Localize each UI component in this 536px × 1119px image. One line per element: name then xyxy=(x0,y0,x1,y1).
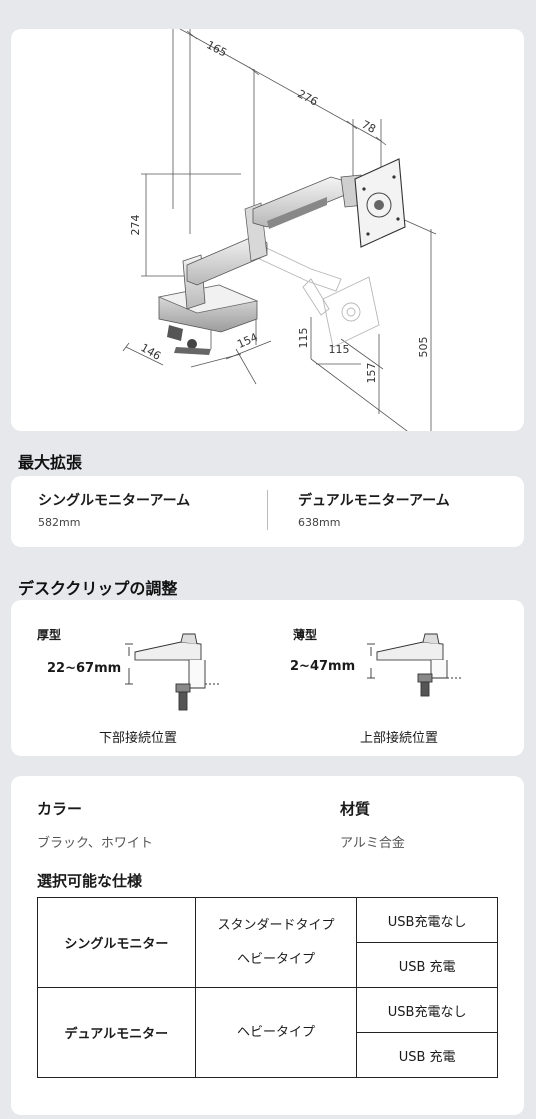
extension-divider xyxy=(267,490,268,530)
dim-157-label: 157 xyxy=(365,363,378,384)
table-row: シングルモニター スタンダードタイプ ヘビータイプ USB充電なし xyxy=(37,897,498,988)
dual-arm-title: デュアルモニターアーム xyxy=(298,493,450,509)
specs-card: カラー ブラック、ホワイト 材質 アルミ合金 選択可能な仕様 シングルモニター … xyxy=(11,776,524,1115)
dual-type-cell: ヘビータイプ xyxy=(194,987,358,1078)
thick-clip-type: 厚型 xyxy=(37,628,62,642)
monitor-arm-dimension-diagram: 24 165 276 78 274 146 154 115 115 157 50… xyxy=(122,29,437,431)
thin-clip-range: 2~47mm xyxy=(290,659,356,674)
dim-274-label: 274 xyxy=(129,215,142,236)
color-label: カラー xyxy=(37,800,83,818)
table-row: USB 充電 xyxy=(38,942,498,988)
material-label: 材質 xyxy=(340,800,371,818)
thin-clip-type: 薄型 xyxy=(293,628,318,642)
material-value: アルミ合金 xyxy=(340,836,405,851)
dim-78-label: 78 xyxy=(359,118,377,136)
upper-arm xyxy=(252,174,366,229)
single-type-standard: スタンダードタイプ xyxy=(217,917,335,933)
dim-115-horizontal-label: 115 xyxy=(329,343,350,356)
vesa-plate xyxy=(354,158,406,248)
options-heading: 選択可能な仕様 xyxy=(37,872,143,890)
dim-505-label: 505 xyxy=(417,337,430,358)
options-table: シングルモニター スタンダードタイプ ヘビータイプ USB充電なし USB 充電… xyxy=(37,897,498,1078)
max-extension-heading: 最大拡張 xyxy=(18,453,83,472)
dimension-diagram-card: 24 165 276 78 274 146 154 115 115 157 50… xyxy=(11,29,524,431)
ghost-arm-position xyxy=(250,242,380,348)
dual-usb-none-cell: USB充電なし xyxy=(356,987,498,1033)
max-extension-card: シングルモニターアーム 582mm デュアルモニターアーム 638mm xyxy=(11,476,524,547)
table-row: USB 充電 xyxy=(38,1032,498,1078)
dim-276-label: 276 xyxy=(295,87,320,108)
single-arm-value: 582mm xyxy=(38,516,81,529)
single-usb-cell: USB 充電 xyxy=(356,942,498,988)
table-row: デュアルモニター ヘビータイプ USB充電なし xyxy=(37,987,498,1078)
thick-clip-illustration xyxy=(125,633,219,711)
dim-165-label: 165 xyxy=(204,38,229,59)
dim-115-vertical-label: 115 xyxy=(297,328,310,349)
desk-clip-heading: デスククリップの調整 xyxy=(18,579,178,598)
single-arm-title: シングルモニターアーム xyxy=(38,493,191,509)
color-value: ブラック、ホワイト xyxy=(37,836,153,851)
dual-usb-cell: USB 充電 xyxy=(356,1032,498,1078)
single-usb-none-cell: USB充電なし xyxy=(356,897,498,943)
thick-clip-caption: 下部接続位置 xyxy=(99,731,178,746)
dim-146-label: 146 xyxy=(138,341,163,363)
dual-monitor-cell: デュアルモニター xyxy=(37,987,196,1078)
thick-clip-range: 22~67mm xyxy=(47,661,122,676)
dual-arm-value: 638mm xyxy=(298,516,341,529)
thin-clip-caption: 上部接続位置 xyxy=(360,731,439,746)
extension-lines xyxy=(122,29,437,431)
single-monitor-cell: シングルモニター xyxy=(37,897,196,988)
thin-clip-illustration xyxy=(367,633,461,697)
single-type-cell: スタンダードタイプ ヘビータイプ xyxy=(194,897,358,988)
desk-clip-card: 厚型 22~67mm 下部接続位置 薄型 2~47mm xyxy=(11,600,524,756)
single-type-heavy: ヘビータイプ xyxy=(236,951,315,967)
